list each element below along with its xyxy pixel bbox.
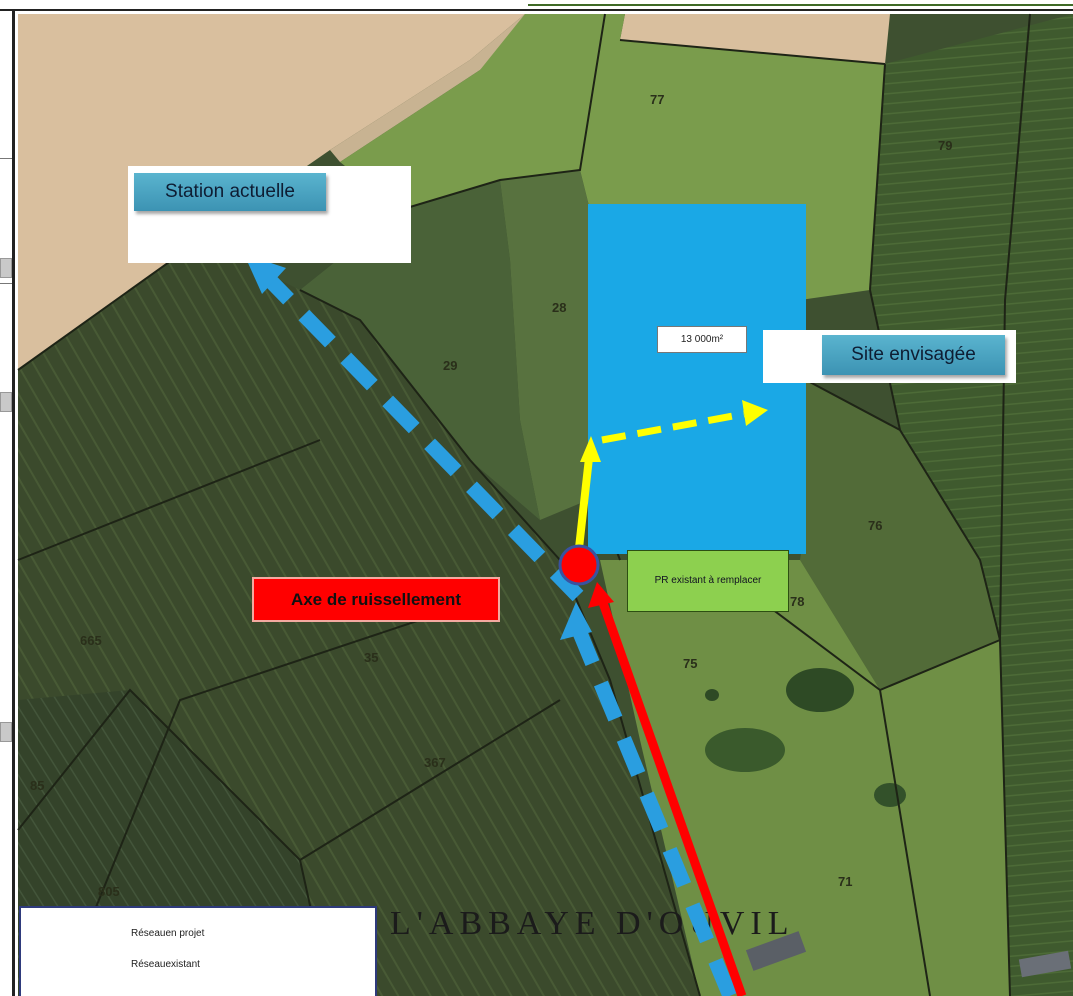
page-margin-line (0, 283, 12, 284)
project-network-line (601, 410, 745, 444)
pumping-station-label[interactable]: PR existant à remplacer (627, 550, 789, 612)
pasture-78 (800, 380, 1000, 690)
runoff-axis-line (571, 625, 737, 996)
farm-building (1018, 950, 1072, 978)
parcel-number: 79 (938, 138, 952, 153)
runoff-arrow-head (560, 602, 592, 640)
parcel-number: 75 (683, 656, 697, 671)
area-label: 13 000m² (657, 326, 747, 353)
legend-label-existing: Réseauexistant (131, 959, 200, 970)
parcel-28 (500, 170, 600, 520)
left-border (12, 9, 15, 996)
runoff-axis-label[interactable]: Axe de ruissellement (252, 577, 500, 622)
parcel-number: 77 (650, 92, 664, 107)
project-network-line (575, 457, 593, 549)
page-margin-tab (0, 258, 12, 278)
tree-cluster (874, 783, 906, 807)
tree-cluster (705, 728, 785, 772)
parcel-number: 805 (98, 884, 120, 899)
top-edge-rule (528, 0, 1073, 6)
parcel-number: 76 (868, 518, 882, 533)
project-network-arrow (580, 436, 601, 462)
bare-field-top (620, 14, 890, 64)
map-legend: Réseauen projet Réseauexistant (19, 906, 377, 996)
parcel-number: 85 (30, 778, 44, 793)
cadastral-lines (17, 13, 1031, 996)
station-label[interactable]: Station actuelle (134, 173, 326, 211)
parcel-number: 29 (443, 358, 457, 373)
page-margin-line (0, 158, 12, 159)
page-margin-tab (0, 392, 12, 412)
parcel-number: 35 (364, 650, 378, 665)
runoff-axis-line (256, 266, 584, 602)
tree-cluster (786, 668, 854, 712)
field-east (870, 14, 1073, 996)
existing-network-line (597, 598, 747, 996)
field-track (330, 14, 540, 162)
existing-network-arrow (588, 582, 614, 608)
top-border (0, 9, 1073, 11)
parcel-number: 367 (424, 755, 446, 770)
farm-building (745, 931, 807, 971)
parcel-29 (300, 180, 540, 520)
parcel-number: 665 (80, 633, 102, 648)
page-margin-tab (0, 722, 12, 742)
parcel-number: 28 (552, 300, 566, 315)
place-name: L'ABBAYE D'OUVIL (390, 905, 795, 942)
runoff-arrow-head (244, 254, 286, 294)
legend-label-project: Réseauen projet (131, 928, 205, 939)
project-network-arrow (742, 400, 768, 426)
site-label[interactable]: Site envisagée (822, 335, 1005, 375)
bare-field (18, 14, 525, 370)
parcel-number: 78 (790, 594, 804, 609)
parcel-number: 71 (838, 874, 852, 889)
tree-cluster (705, 689, 719, 701)
pumping-station-marker[interactable] (558, 544, 600, 586)
